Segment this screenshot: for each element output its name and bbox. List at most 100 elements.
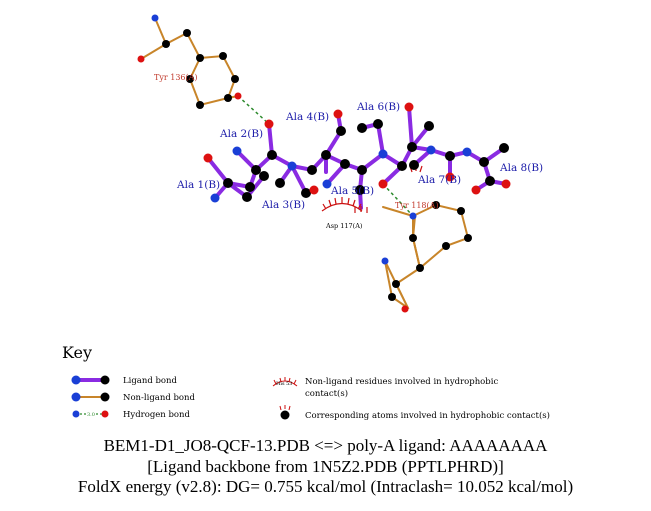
- atom-o: [501, 179, 511, 189]
- atom-n: [378, 149, 388, 159]
- atom-c: [355, 185, 365, 195]
- atom-c: [219, 52, 227, 60]
- caption-line-3: FoldX energy (v2.8): DG= 0.755 kcal/mol …: [77, 477, 574, 496]
- hbond-tyr118: [382, 183, 414, 217]
- label-ala3: Ala 3(B): [261, 199, 305, 211]
- atom-c: [275, 178, 285, 188]
- atom-o: [264, 119, 274, 129]
- atom-c: [251, 165, 261, 175]
- label-ala2: Ala 2(B): [219, 128, 263, 140]
- legend-hydrophobic-example: His 53: [276, 381, 292, 387]
- atom-c: [196, 54, 204, 62]
- caption-line-2: [Ligand backbone from 1N5Z2.PDB (PPTLPHR…: [147, 457, 504, 476]
- legend-ligand-bond-label: Ligand bond: [123, 376, 178, 386]
- legend-hydrophobic-atoms-label: Corresponding atoms involved in hydropho…: [305, 410, 550, 421]
- atom-n: [409, 212, 417, 220]
- atom-c: [307, 165, 317, 175]
- atom-o: [137, 55, 145, 63]
- atom-c: [416, 264, 424, 272]
- caption-line-1: BEM1-D1_JO8-QCF-13.PDB <=> poly-A ligand…: [103, 436, 548, 455]
- atom-c: [407, 142, 417, 152]
- atom-o: [445, 172, 455, 182]
- atom-c: [336, 126, 346, 136]
- atom-n: [287, 161, 297, 171]
- atom-c: [245, 182, 255, 192]
- atom-c: [259, 171, 269, 181]
- atom-c: [340, 159, 350, 169]
- label-ala1: Ala 1(B): [176, 179, 220, 191]
- atom-n: [426, 145, 436, 155]
- atom-c: [162, 40, 170, 48]
- asp117-hydrophobic-arc: [321, 197, 363, 212]
- atom-c: [392, 280, 400, 288]
- residue-labels: Ala 1(B) Ala 2(B) Ala 3(B) Ala 4(B) Ala …: [176, 101, 543, 211]
- tyr118-ring: [412, 203, 470, 270]
- legend-hydrophobic-atom: Corresponding atoms involved in hydropho…: [279, 405, 550, 421]
- legend-hydrophobic-residues-line2: contact(s): [305, 388, 348, 399]
- atom-c: [321, 150, 331, 160]
- atom-n: [462, 147, 472, 157]
- label-tyr118: Tyr 118(A): [395, 201, 439, 210]
- atom-c: [183, 29, 191, 37]
- tyr118-ring-b: [382, 206, 414, 217]
- atom-o: [378, 179, 388, 189]
- legend-nonligand-bond: Non-ligand bond: [71, 392, 195, 403]
- atom-c: [186, 75, 194, 83]
- ala5-hydrophobic-spokes: [354, 206, 368, 213]
- ligand-backbone-2: [226, 174, 266, 200]
- legend-hydrophobic-residue: His 53 Non-ligand residues involved in h…: [272, 377, 498, 399]
- atom-c: [357, 123, 367, 133]
- partner-labels: Tyr 136(A) Tyr 118(A) Asp 117(A): [154, 73, 439, 230]
- atom-c: [267, 150, 277, 160]
- atom-o: [203, 153, 213, 163]
- atom-o: [333, 109, 343, 119]
- legend: Key Ligand bond Non-ligand bond 3.0 Hydr…: [62, 343, 550, 421]
- atom-c: [231, 75, 239, 83]
- atom-n: [232, 146, 242, 156]
- atom-c: [479, 157, 489, 167]
- label-asp117: Asp 117(A): [325, 222, 363, 230]
- atom-c: [224, 94, 232, 102]
- atom-c: [409, 234, 417, 242]
- carbon-atoms: [162, 29, 509, 301]
- label-ala5: Ala 5(B): [330, 185, 374, 197]
- atom-c: [357, 165, 367, 175]
- atom-c: [464, 234, 472, 242]
- label-tyr136: Tyr 136(A): [154, 73, 198, 82]
- nitrogen-atoms: [151, 14, 472, 265]
- legend-hydrogen-bond-label: Hydrogen bond: [123, 410, 191, 420]
- atom-o: [401, 305, 409, 313]
- legend-title: Key: [62, 343, 92, 362]
- label-ala7: Ala 7(B): [417, 174, 461, 186]
- atom-c: [445, 151, 455, 161]
- legend-hydrophobic-residues-line1: Non-ligand residues involved in hydropho…: [305, 377, 498, 387]
- atom-c: [223, 178, 233, 188]
- legend-ligand-bond: Ligand bond: [71, 375, 178, 386]
- label-ala4: Ala 4(B): [285, 111, 329, 123]
- atom-c: [196, 101, 204, 109]
- legend-hydrogen-bond: 3.0 Hydrogen bond: [72, 410, 191, 420]
- atom-n: [381, 257, 389, 265]
- atom-c: [485, 176, 495, 186]
- label-ala8: Ala 8(B): [499, 162, 543, 174]
- atom-c: [442, 242, 450, 250]
- atom-c: [457, 207, 465, 215]
- atom-c: [373, 119, 383, 129]
- atom-c: [409, 160, 419, 170]
- atom-o: [309, 185, 319, 195]
- hydrogen-bonds: [237, 95, 414, 217]
- atom-o: [404, 102, 414, 112]
- hbond-tyr136: [237, 95, 270, 125]
- atom-c: [499, 143, 509, 153]
- atom-c: [388, 293, 396, 301]
- atom-o: [471, 185, 481, 195]
- atom-c: [432, 201, 440, 209]
- atom-n: [151, 14, 159, 22]
- legend-nonligand-bond-label: Non-ligand bond: [123, 393, 195, 403]
- atom-n: [210, 193, 220, 203]
- atom-n: [322, 179, 332, 189]
- atom-c: [424, 121, 434, 131]
- atom-c: [397, 161, 407, 171]
- atom-c: [301, 188, 311, 198]
